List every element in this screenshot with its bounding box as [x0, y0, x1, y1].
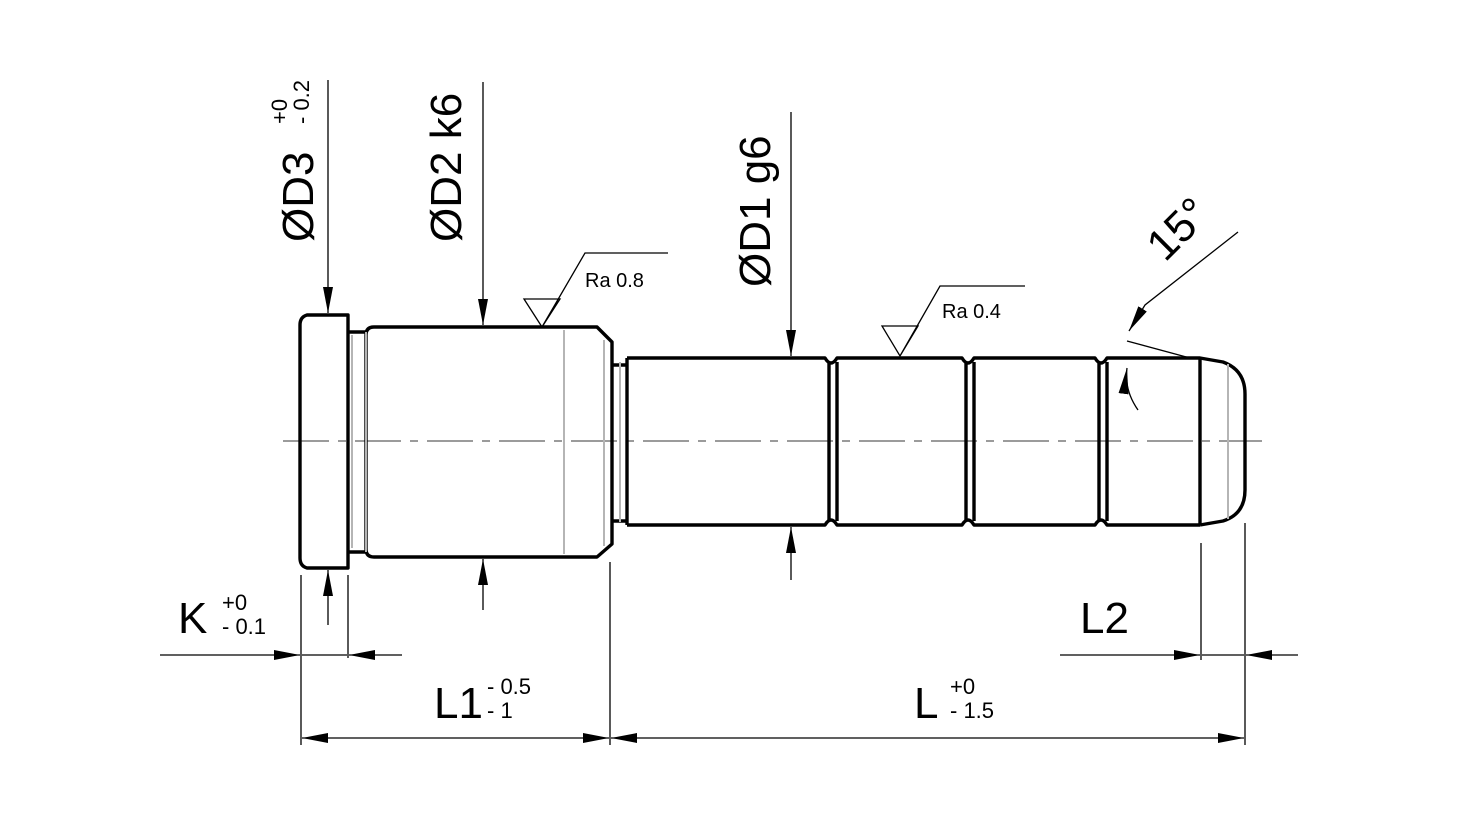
svg-text:L: L	[914, 679, 938, 728]
head-flange	[298, 313, 350, 570]
angle-dimension	[1118, 231, 1239, 411]
d2-section	[364, 325, 614, 559]
d1-bottom-edge	[627, 518, 1200, 527]
groove-lines	[827, 358, 1202, 525]
svg-text:L1: L1	[434, 679, 483, 728]
tangent-edges	[351, 330, 1229, 554]
d2-label: ØD2 k6	[422, 93, 471, 242]
svg-text:- 0.2: - 0.2	[289, 80, 314, 124]
svg-text:15°: 15°	[1137, 188, 1219, 270]
roughness-symbol-2	[880, 285, 1025, 358]
diameter-leaders	[323, 80, 796, 625]
angle-label: 15°	[1137, 188, 1219, 270]
head-neck	[348, 330, 366, 554]
svg-text:K: K	[178, 594, 207, 643]
svg-text:ØD3: ØD3	[274, 152, 323, 242]
d1-label: ØD1 g6	[731, 135, 780, 287]
k-label: K +0 - 0.1	[178, 590, 266, 643]
svg-text:+0: +0	[222, 590, 247, 615]
ra-0-4-label: Ra 0.4	[942, 301, 1001, 323]
svg-text:+0: +0	[267, 99, 292, 124]
svg-text:- 1: - 1	[487, 698, 513, 723]
l-label: L +0 - 1.5	[914, 674, 994, 728]
l2-label: L2	[1080, 594, 1129, 643]
svg-text:ØD2 k6: ØD2 k6	[422, 93, 471, 242]
svg-text:ØD1 g6: ØD1 g6	[731, 135, 780, 287]
svg-text:L2: L2	[1080, 594, 1129, 643]
extension-lines	[300, 523, 1246, 745]
svg-text:- 0.1: - 0.1	[222, 614, 266, 639]
roughness-symbol-1	[522, 252, 668, 329]
l1-label: L1 - 0.5 - 1	[434, 674, 531, 728]
d3-label: ØD3 +0 - 0.2	[267, 80, 323, 242]
svg-text:+0: +0	[950, 674, 975, 699]
shaft-outline	[298, 313, 1247, 570]
ra-0-8-label: Ra 0.8	[585, 270, 644, 292]
svg-text:- 1.5: - 1.5	[950, 698, 994, 723]
svg-text:- 0.5: - 0.5	[487, 674, 531, 699]
d1-top-edge	[627, 356, 1247, 527]
